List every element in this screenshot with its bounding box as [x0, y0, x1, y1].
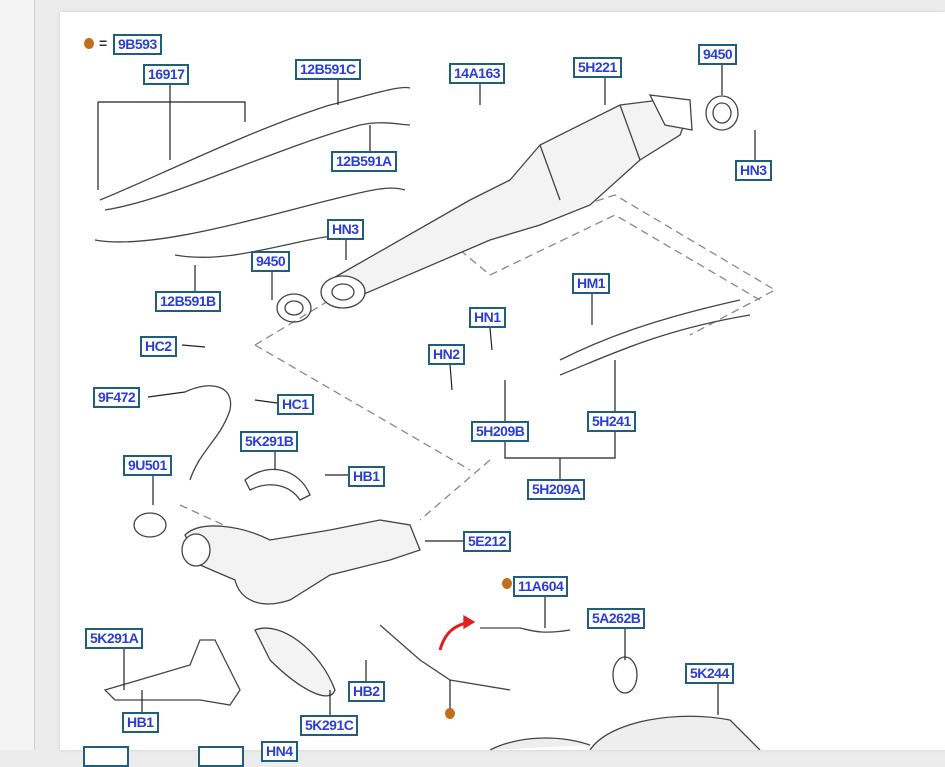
part-label[interactable]: HB1	[348, 466, 385, 487]
part-label[interactable]: 5H209A	[527, 479, 586, 500]
pipe-5H241	[559, 299, 751, 376]
part-label[interactable]: HN1	[469, 307, 506, 328]
part-label[interactable]: HN3	[327, 219, 364, 240]
red-arrowhead	[463, 614, 476, 630]
gasket-9450	[705, 95, 739, 131]
part-label[interactable]: HN4	[261, 741, 298, 762]
hanger-5A262B	[612, 656, 638, 694]
part-label[interactable]: 5E212	[463, 531, 511, 552]
catalyst-5H221	[320, 94, 693, 309]
note-dot-icon	[502, 578, 512, 589]
heat-shield-5K244	[489, 715, 761, 750]
part-label[interactable]: HC2	[140, 336, 177, 357]
pipe-11A604	[379, 624, 571, 691]
bracket-5K291A	[103, 639, 241, 706]
part-label[interactable]: 5H241	[587, 411, 636, 432]
diagram-panel	[60, 12, 945, 750]
part-label[interactable]: 9450	[251, 251, 291, 272]
part-label[interactable]: HB1	[122, 712, 159, 733]
part-label[interactable]: 9450	[698, 44, 738, 65]
part-label[interactable]: 16917	[143, 64, 190, 85]
legend-equals: =	[99, 35, 108, 51]
part-label[interactable]: HN2	[428, 344, 465, 365]
part-label[interactable]: 5K291B	[240, 431, 299, 452]
part-label[interactable]: 5H209B	[471, 421, 530, 442]
part-label[interactable]: 14A163	[449, 63, 506, 84]
clamp-9U501	[133, 512, 167, 538]
dashed-group-outline	[179, 194, 777, 561]
part-label[interactable]: 5A262B	[587, 608, 646, 629]
part-label[interactable]: 5K244	[685, 663, 734, 684]
part-label-cropped[interactable]	[83, 746, 129, 767]
gasket-9450-lower	[276, 293, 312, 323]
heat-shield-5K291C	[254, 627, 336, 697]
part-label[interactable]: 9U501	[123, 455, 172, 476]
left-scrollbar-area	[0, 0, 35, 750]
catalyst-5E212	[181, 519, 421, 605]
part-label[interactable]: HB2	[348, 681, 385, 702]
part-label[interactable]: 11A604	[513, 576, 569, 597]
bracket-5K291B	[244, 468, 311, 501]
part-label-9B593[interactable]: 9B593	[113, 34, 162, 55]
sensor-wires	[94, 86, 411, 258]
part-label[interactable]: 5K291C	[300, 715, 359, 736]
part-label[interactable]: HC1	[277, 394, 314, 415]
part-label[interactable]: 12B591C	[295, 59, 361, 80]
leader-lines	[97, 65, 756, 716]
part-label[interactable]: 12B591A	[331, 151, 397, 172]
part-label-cropped[interactable]	[198, 746, 244, 767]
part-label[interactable]: 9F472	[93, 387, 141, 408]
part-label[interactable]: 5K291A	[85, 628, 144, 649]
part-label[interactable]: 5H221	[573, 57, 622, 78]
part-label[interactable]: 12B591B	[155, 291, 221, 312]
part-label[interactable]: HM1	[572, 273, 611, 294]
note-dot-icon	[84, 38, 94, 49]
part-label[interactable]: HN3	[735, 160, 772, 181]
note-dot-icon	[445, 708, 455, 719]
sensor-9F472	[184, 385, 232, 481]
exhaust-parts-drawing	[94, 65, 777, 750]
